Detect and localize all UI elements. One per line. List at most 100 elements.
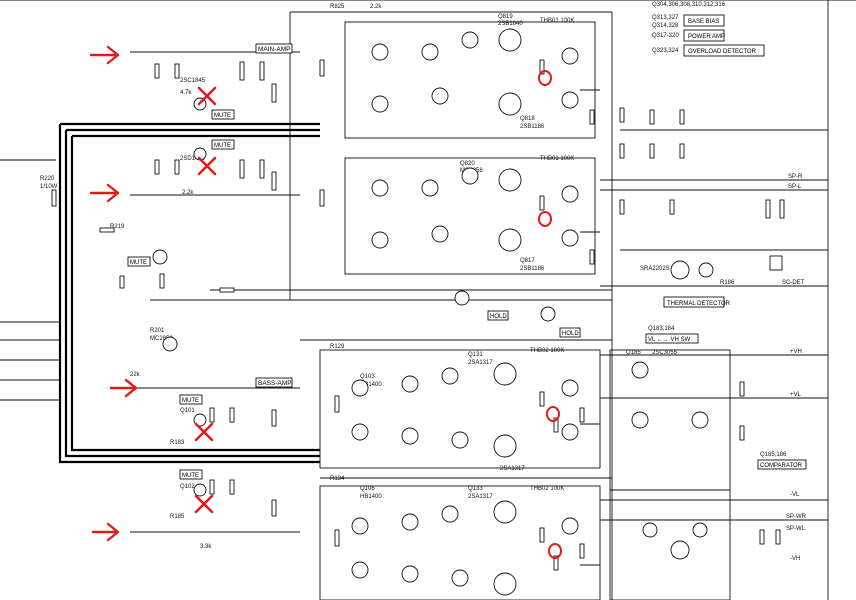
svg-text:R825: R825 — [330, 4, 345, 10]
svg-text:R183: R183 — [170, 440, 185, 446]
mute-label-3: MUTE — [130, 260, 147, 266]
svg-text:HB1400: HB1400 — [360, 382, 382, 388]
rail-labels: SP-R SP-L SP-WR SP-WL +VH +VL -VL -VH SC… — [782, 174, 807, 562]
legend-ref-4: Q323,324 — [652, 48, 679, 54]
svg-text:2.2k: 2.2k — [370, 4, 382, 10]
vl-vh-ref: Q183,184 — [648, 326, 675, 332]
mute-label-2: MUTE — [214, 143, 231, 149]
legend-func-2: POWER AMP — [688, 34, 725, 40]
legend-ref-1: Q313,327 — [652, 15, 679, 21]
hold-label-1: HOLD — [490, 314, 507, 320]
svg-text:R201: R201 — [150, 328, 165, 334]
arrow-bass-amp-2 — [91, 522, 120, 542]
svg-text:Q818: Q818 — [520, 116, 535, 122]
svg-text:2SD1450: 2SD1450 — [180, 156, 206, 162]
svg-text:22k: 22k — [130, 372, 141, 378]
rail-sp-l: SP-L — [788, 184, 802, 190]
svg-text:THB02 100K: THB02 100K — [530, 348, 564, 354]
legend-box-3 — [683, 44, 765, 57]
mute-label-4: MUTE — [182, 398, 199, 404]
rail-plus-vl: +VL — [790, 392, 802, 398]
legend-box-2 — [683, 29, 725, 42]
svg-text:THB02 100K: THB02 100K — [530, 486, 564, 492]
arrow-bass-amp-1 — [109, 378, 138, 398]
svg-text:Q133: Q133 — [468, 486, 483, 492]
mute-label-5: MUTE — [182, 473, 199, 479]
rail-sc-det: SC-DET — [782, 280, 805, 286]
svg-text:HB1400: HB1400 — [360, 494, 382, 500]
transistors — [152, 28, 714, 596]
svg-text:2SA1317: 2SA1317 — [468, 360, 493, 366]
arrow-main-amp-1 — [89, 45, 120, 65]
comparator-ref: Q185,186 — [760, 452, 787, 458]
vl-vh-box — [645, 333, 699, 344]
svg-text:THB01 100K: THB01 100K — [540, 18, 574, 24]
legend-func-1: BASE BIAS — [688, 19, 719, 25]
svg-text:Q101: Q101 — [180, 408, 195, 414]
highlight-ring-2 — [538, 211, 552, 227]
svg-text:THB01 100K: THB01 100K — [540, 156, 574, 162]
svg-text:Q817: Q817 — [520, 258, 535, 264]
svg-text:Q103: Q103 — [360, 374, 375, 380]
mute-boxes: MUTE MUTE MUTE MUTE MUTE HOLD HOLD — [127, 109, 581, 480]
thermal-label: THERMAL DETECTOR — [667, 301, 731, 307]
amp-channel-frames — [319, 21, 731, 600]
vl-vh-label: VL ←→ VH SW — [648, 337, 690, 343]
svg-text:3.3k: 3.3k — [200, 544, 212, 550]
svg-text:R185: R185 — [170, 514, 185, 520]
svg-text:2SA1317: 2SA1317 — [468, 494, 493, 500]
svg-text:2SB1186: 2SB1186 — [520, 266, 545, 272]
legend-ref-3: Q317-320 — [652, 33, 679, 39]
cross-mark-4 — [194, 494, 214, 514]
svg-text:MC2858: MC2858 — [150, 336, 173, 342]
rail-minus-vh: -VH — [790, 556, 800, 562]
svg-text:R186: R186 — [720, 280, 735, 286]
svg-text:Q185: Q185 — [626, 350, 641, 356]
thermal-box — [663, 296, 725, 308]
hold-label-2: HOLD — [562, 331, 579, 337]
highlight-ring-3 — [546, 406, 560, 422]
svg-text:2SC1845: 2SC1845 — [180, 78, 206, 84]
red-arrows — [89, 45, 138, 542]
legend-header: Q304,306,308,310,312,316 — [652, 2, 726, 8]
arrow-main-amp-2 — [89, 183, 120, 203]
svg-text:2.2k: 2.2k — [182, 190, 194, 196]
svg-text:2SA1317: 2SA1317 — [500, 466, 525, 472]
bass-amp-label: BASS-AMP — [258, 380, 292, 387]
highlight-ring-4 — [548, 543, 562, 559]
red-crosses — [194, 86, 217, 514]
section-labels: MAIN-AMP BASS-AMP THERMAL DETECTOR Q185,… — [255, 43, 807, 470]
left-bus — [0, 122, 320, 464]
svg-text:2SB1186: 2SB1186 — [520, 124, 545, 130]
svg-text:Q820: Q820 — [460, 161, 475, 167]
rail-sp-wl: SP-WL — [786, 526, 806, 532]
legend-func-3: OVERLOAD DETECTOR — [688, 49, 757, 55]
cross-mark-3 — [194, 422, 214, 442]
svg-text:4.7k: 4.7k — [180, 90, 192, 96]
highlight-ring-1 — [538, 70, 552, 86]
cross-mark-2 — [197, 156, 217, 176]
component-labels: R825 2.2k Q819 2SB1640 THB01 100K Q818 2… — [40, 4, 735, 550]
svg-text:R220: R220 — [40, 176, 55, 182]
svg-text:2SC3055: 2SC3055 — [652, 350, 678, 356]
mute-label-1: MUTE — [214, 113, 231, 119]
main-amp-label: MAIN-AMP — [258, 46, 291, 53]
legend-ref-2: Q314,328 — [652, 23, 679, 29]
comparator-box — [757, 459, 807, 470]
svg-text:R219: R219 — [110, 224, 125, 230]
cross-mark-1 — [197, 86, 217, 106]
svg-text:1/10W: 1/10W — [40, 184, 58, 190]
red-circles — [538, 70, 562, 559]
signal-lines — [130, 11, 828, 600]
svg-text:R129: R129 — [330, 344, 345, 350]
rail-sp-r: SP-R — [788, 174, 803, 180]
rail-plus-vh: +VH — [790, 349, 802, 355]
svg-text:Q102: Q102 — [180, 484, 195, 490]
rail-sp-wr: SP-WR — [786, 514, 807, 520]
passive-components — [51, 59, 785, 571]
comparator-label: COMPARATOR — [760, 463, 803, 469]
svg-text:2SB1640: 2SB1640 — [498, 21, 523, 27]
legend-box-1 — [683, 14, 725, 27]
svg-text:Q131: Q131 — [468, 352, 483, 358]
